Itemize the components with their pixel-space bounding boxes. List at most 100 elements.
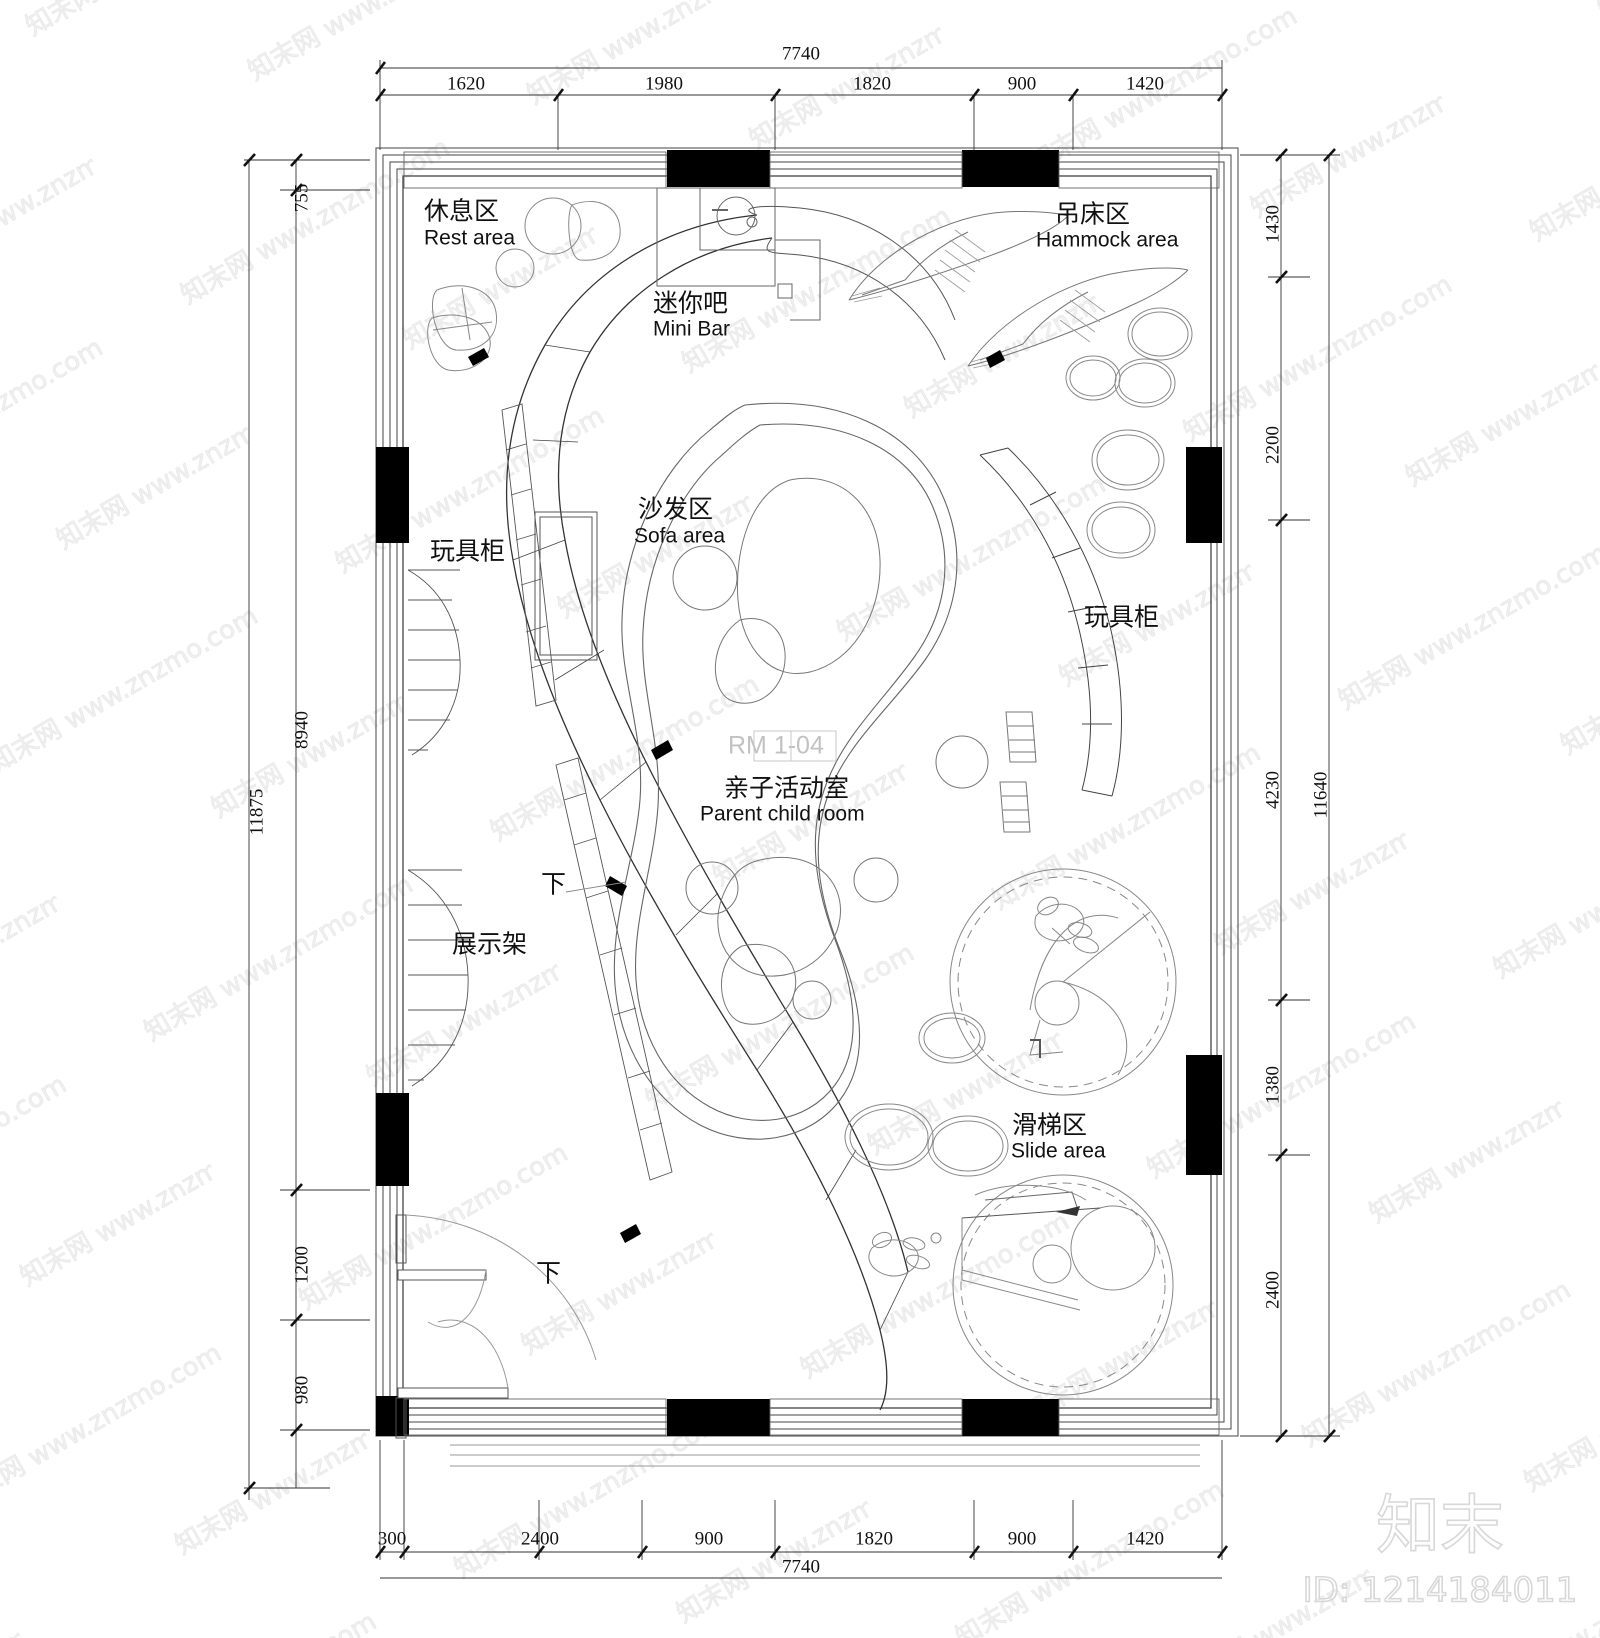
label-rest-area-en: Rest area [424,227,515,250]
dim-top-seg-0: 1620 [447,73,485,94]
dim-right-seg-4: 2400 [1262,1271,1283,1309]
building-shell [375,147,1239,1437]
label-room-en: Parent child room [700,803,865,826]
pouf-b3 [918,1012,986,1064]
column-top-2 [962,150,1059,187]
sofa-seat-shapes [672,477,899,1025]
climbing-frames [935,711,1037,833]
dimension-top [374,60,1229,150]
dimension-right [1240,148,1340,1443]
rest-armchair-1 [568,201,621,261]
dim-bot-seg-1: 2400 [521,1528,559,1549]
toy-cabinet-left [407,569,461,756]
pouf-cluster-bottom [844,1012,1009,1177]
rest-area-door-marker [468,348,489,366]
label-down-1: 下 [541,871,566,899]
inner-room-outline [402,175,1212,1409]
pouf-5 [1086,501,1156,559]
rest-stool-1 [495,248,535,288]
hammock-1 [848,211,1069,303]
watermark-id: ID: 1214184011 [1303,1571,1578,1611]
cabinet-block-left [534,511,598,661]
dim-bot-total: 7740 [782,1556,820,1577]
label-hammock-en: Hammock area [1036,229,1179,252]
sofa-island [613,402,958,1140]
label-slide-en: Slide area [1011,1140,1106,1163]
dimension-left-text: 755 8940 1200 980 11875 [246,184,312,1405]
dimension-top-text: 7740 1620 1980 1820 900 1420 [447,43,1164,94]
marker-stair-down [605,876,627,896]
slide-area-circle-upper [949,868,1177,1096]
column-top-1 [667,150,770,187]
door-swing-marker [620,1224,641,1243]
curved-partition-segments [512,344,909,1331]
slide-area-figure-upper [1034,896,1099,954]
dim-right-seg-3: 1380 [1262,1066,1283,1104]
dimension-left [243,153,370,1500]
dim-top-seg-4: 1420 [1126,73,1164,94]
slide-area-figure-lower [868,1231,942,1277]
dim-right-seg-1: 2200 [1262,426,1283,464]
label-slide-cn: 滑梯区 [1012,1112,1087,1140]
wall-openings [403,151,1220,1436]
dim-left-seg-1: 8940 [291,711,312,749]
label-display-rack: 展示架 [452,931,527,959]
plan-text-labels: 休息区 Rest area 迷你吧 Mini Bar 吊床区 Hammock a… [424,198,1179,1288]
dimension-bottom-text: 300 2400 900 1820 900 1420 7740 [378,1528,1164,1577]
pouf-b1 [844,1103,934,1171]
label-rest-area-cn: 休息区 [424,198,499,226]
pouf-1 [1127,307,1193,361]
dim-right-seg-0: 1430 [1262,205,1283,243]
display-rack-left [407,869,469,1087]
dim-bot-seg-4: 900 [1008,1528,1037,1549]
pouf-4 [1091,429,1165,491]
dim-bot-seg-5: 1420 [1126,1528,1164,1549]
stair-down-line [565,881,627,893]
sofa-round-seat [672,545,738,611]
corridor-lines-bottom [450,1444,1200,1467]
dim-left-seg-2: 1200 [291,1246,312,1284]
dimension-right-text: 1430 2200 4230 1380 2400 11640 [1262,205,1331,1309]
dim-top-seg-3: 900 [1008,73,1037,94]
dim-top-seg-1: 1980 [645,73,683,94]
rest-sofa-1 [431,285,498,351]
label-toy-cabinet-left: 玩具柜 [430,538,505,566]
label-room-cn: 亲子活动室 [724,775,849,803]
rest-area-furniture [427,197,621,372]
dim-left-total: 11875 [246,789,267,836]
column-left-2 [376,1093,409,1186]
dim-bot-seg-3: 1820 [855,1528,893,1549]
column-right-1 [1186,447,1222,543]
label-mini-bar-en: Mini Bar [653,318,730,341]
column-bottom-left [376,1396,409,1436]
dim-left-seg-0: 755 [291,184,312,213]
door-group-left [395,1214,597,1439]
slide-platform [1070,1205,1156,1291]
shelf-stack-mid [501,403,557,707]
column-bottom-2 [962,1399,1059,1436]
dim-top-total: 7740 [782,43,820,64]
znzmo-watermark: 知末 ID: 1214184011 [1302,1489,1578,1612]
toy-cabinet-right [979,447,1122,797]
dim-right-seg-2: 4230 [1262,771,1283,809]
structural-columns [376,150,1222,1436]
label-hammock-cn: 吊床区 [1055,201,1130,229]
service-pod [656,187,821,321]
dim-right-total: 11640 [1310,772,1331,819]
label-sofa-en: Sofa area [634,525,725,548]
dim-left-seg-3: 980 [291,1376,312,1405]
pouf-3 [1065,355,1121,401]
pouf-b2 [927,1115,1009,1177]
sink-basin [716,196,756,236]
rest-round-table [524,197,582,255]
dim-bot-seg-0: 300 [378,1528,407,1549]
rest-sofa-2 [427,314,491,372]
label-room-code: RM 1-04 [728,732,824,760]
dimension-bottom [374,1440,1229,1579]
slide-area-circle-lower [952,1174,1174,1396]
display-rack-diagonal [555,757,673,1181]
room-code-tag: RM 1-04 [728,730,837,762]
dim-bot-seg-2: 900 [695,1528,724,1549]
